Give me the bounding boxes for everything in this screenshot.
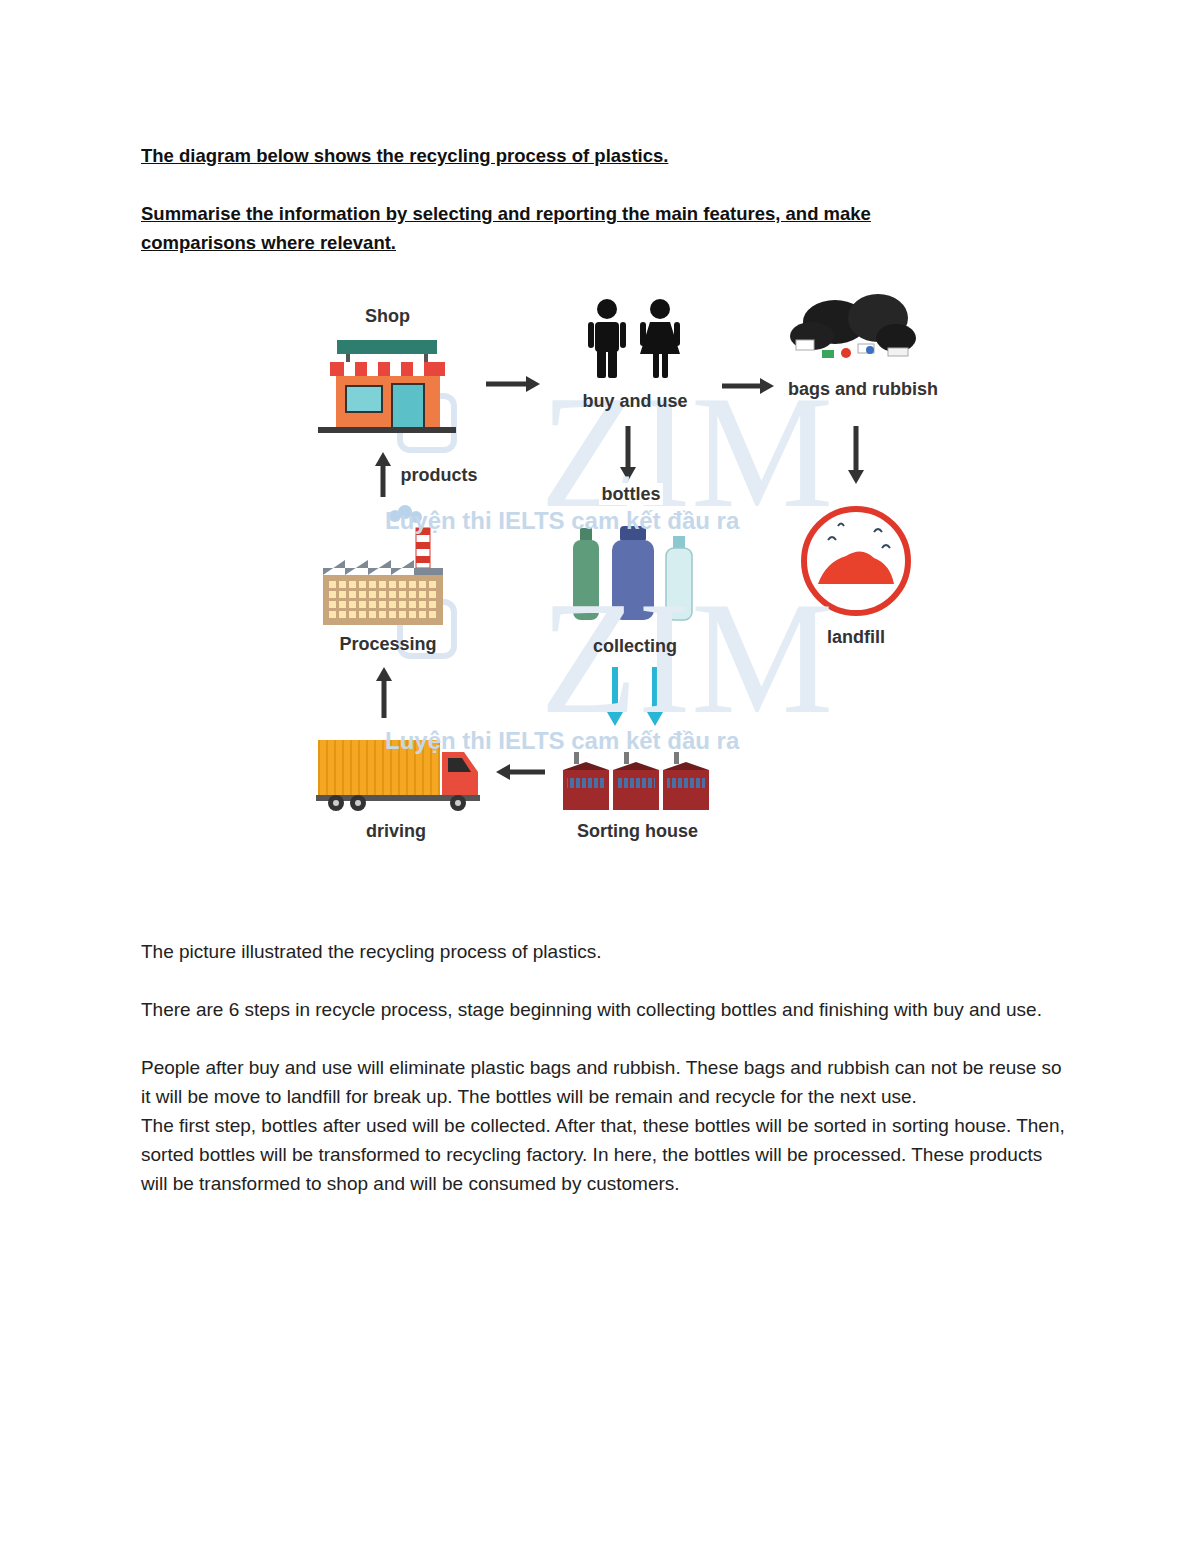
- arrow-line: [381, 462, 386, 497]
- node-label: collecting: [590, 635, 680, 657]
- rubbish-icon: [790, 294, 916, 358]
- factory-node: Processing: [318, 505, 458, 655]
- task-instruction: Summarise the information by selecting a…: [141, 199, 971, 257]
- arrow-line: [854, 426, 859, 474]
- watermark-text: Luyện thi IELTS cam kết đầu ra: [385, 506, 739, 536]
- arrow-line: [382, 677, 387, 718]
- node-label: Shop: [362, 305, 413, 327]
- truck-node: driving: [310, 735, 482, 842]
- rubbish-node: bags and rubbish: [778, 292, 948, 400]
- watermark-text: Luyện thi IELTS cam kết đầu ra: [385, 726, 739, 756]
- node-label: driving: [363, 820, 429, 842]
- arrow-label: products: [398, 464, 479, 486]
- essay-paragraph: The picture illustrated the recycling pr…: [141, 937, 1066, 966]
- essay-column: The picture illustrated the recycling pr…: [141, 937, 1066, 1198]
- shop-node: Shop: [315, 305, 460, 435]
- flow-arrow: [856, 426, 857, 474]
- flow-arrow: [506, 772, 545, 773]
- flow-arrow: [384, 677, 385, 718]
- node-label: Processing: [336, 633, 439, 655]
- arrow-line: [506, 770, 545, 775]
- collecting-node: collecting: [565, 515, 705, 657]
- flow-arrow: [486, 384, 530, 385]
- page-title: The diagram below shows the recycling pr…: [141, 141, 1041, 170]
- sorting-node: Sorting house: [555, 740, 720, 842]
- people-icon: [588, 299, 680, 378]
- shop-icon: [318, 340, 456, 433]
- essay-paragraph: People after buy and use will eliminate …: [141, 1053, 1066, 1111]
- essay-paragraph: The first step, bottles after used will …: [141, 1111, 1066, 1198]
- flow-arrow: [383, 462, 384, 497]
- arrow-line: [486, 382, 530, 387]
- watermark-logo-text: ZIM: [540, 578, 833, 738]
- essay-paragraph: There are 6 steps in recycle process, st…: [141, 995, 1066, 1024]
- node-label: Sorting house: [574, 820, 701, 842]
- consumer-node: buy and use: [570, 292, 700, 412]
- node-label: bags and rubbish: [785, 378, 941, 400]
- arrow-label: bottles: [599, 483, 662, 505]
- sorting-house-icon: [563, 752, 709, 810]
- node-label: landfill: [824, 626, 888, 648]
- landfill-node: landfill: [798, 498, 914, 648]
- node-label: buy and use: [579, 390, 690, 412]
